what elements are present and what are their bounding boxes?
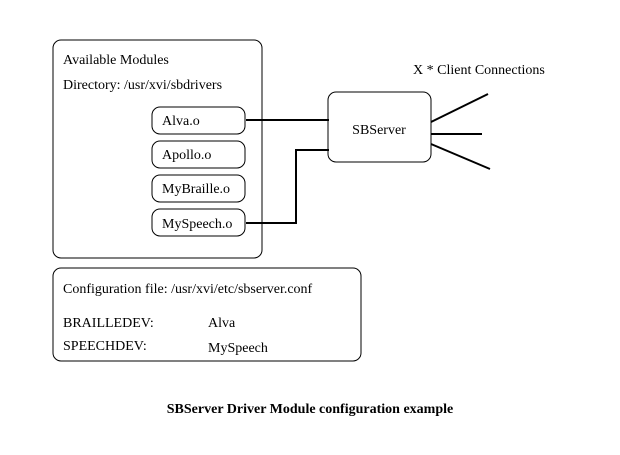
- modules-panel-title: Available Modules: [63, 53, 169, 68]
- module-box-alva[interactable]: [151, 106, 246, 135]
- client-line-1: [430, 93, 489, 123]
- config-key-speechdev: SPEECHDEV:: [63, 339, 147, 354]
- module-box-apollo[interactable]: [151, 140, 246, 169]
- module-label-myspeech: MySpeech.o: [162, 217, 232, 232]
- modules-directory: Directory: /usr/xvi/sbdrivers: [63, 78, 222, 93]
- module-label-alva: Alva.o: [162, 114, 200, 129]
- module-box-mybraille[interactable]: [151, 174, 246, 203]
- client-connections-label: X * Client Connections: [413, 63, 545, 78]
- module-box-myspeech[interactable]: [151, 208, 246, 237]
- server-box[interactable]: [327, 91, 432, 163]
- diagram-caption: SBServer Driver Module configuration exa…: [167, 402, 453, 417]
- config-key-brailledev: BRAILLEDEV:: [63, 316, 154, 331]
- config-value-speechdev: MySpeech: [208, 341, 268, 356]
- connector-myspeech-server: [246, 149, 329, 224]
- module-label-mybraille: MyBraille.o: [162, 182, 230, 197]
- module-label-apollo: Apollo.o: [162, 148, 211, 163]
- client-line-3: [430, 143, 491, 170]
- modules-panel: [52, 39, 263, 259]
- config-value-brailledev: Alva: [208, 316, 236, 331]
- config-panel: [52, 267, 362, 362]
- config-file-path: Configuration file: /usr/xvi/etc/sbserve…: [63, 282, 313, 297]
- server-label: SBServer: [352, 123, 406, 138]
